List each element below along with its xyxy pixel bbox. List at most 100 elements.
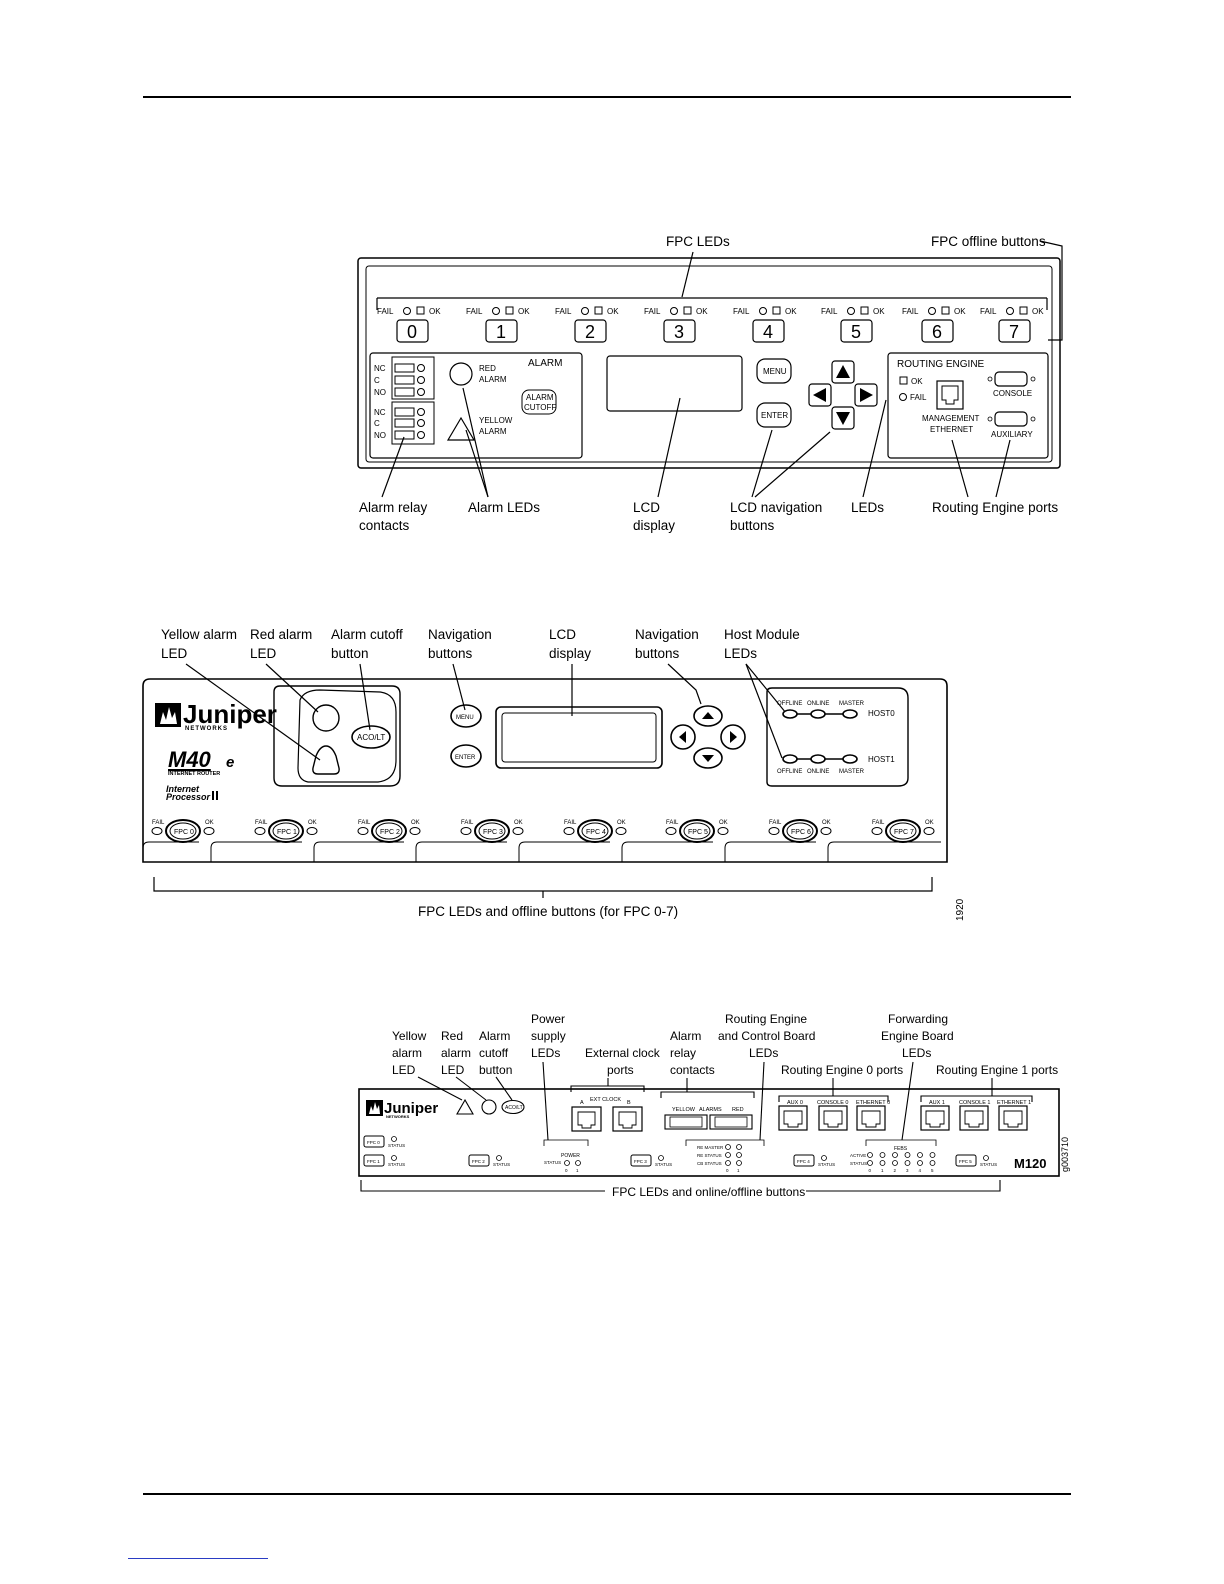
- fpc-button-label: FPC 0: [174, 829, 194, 836]
- fpc-status-label: STATUS: [493, 1162, 510, 1167]
- fpc-offline-button-2[interactable]: [371, 819, 407, 843]
- red-alarm-led: [312, 704, 340, 732]
- fpc-ok-led: [717, 827, 729, 835]
- fpc-button-4[interactable]: [793, 1154, 815, 1167]
- yellow-relay-contacts[interactable]: [664, 1114, 708, 1130]
- right-arrow-button[interactable]: [854, 383, 878, 407]
- feb-status-led-4: [917, 1160, 923, 1166]
- fpc-status-label: STATUS: [980, 1162, 997, 1167]
- power-status-label: STATUS: [544, 1160, 561, 1165]
- down-arrow-button[interactable]: [693, 747, 723, 769]
- callout-lcd-line2: display: [633, 518, 675, 533]
- feb-num-0: 0: [869, 1168, 872, 1173]
- re-num-1: 1: [737, 1168, 740, 1173]
- fpc-offline-button-3[interactable]: [663, 319, 696, 343]
- fpc-button-inner: [889, 822, 917, 840]
- feb-active-led-0: [867, 1152, 873, 1158]
- console1-port[interactable]: [959, 1105, 989, 1131]
- host0-led-0: [782, 709, 798, 719]
- relay-led: [417, 431, 425, 439]
- aco-lt-button[interactable]: [501, 1099, 525, 1115]
- ethernet0-port[interactable]: [856, 1105, 886, 1131]
- console-port[interactable]: [994, 371, 1028, 387]
- fpc-offline-button-0[interactable]: [396, 319, 429, 343]
- fpc-number-1: 1: [496, 322, 506, 342]
- fpc-offline-button-6[interactable]: [921, 319, 954, 343]
- alarm-module: [273, 685, 401, 787]
- ethernet1-port[interactable]: [998, 1105, 1028, 1131]
- fpc-offline-button-5[interactable]: [840, 319, 873, 343]
- fpc-offline-button-2[interactable]: [574, 319, 607, 343]
- host1-led-1: [810, 754, 826, 764]
- fpc-ok-led: [860, 306, 869, 315]
- ext-clock-port-b[interactable]: [612, 1106, 643, 1132]
- host-led-label: ONLINE: [807, 701, 829, 707]
- header-rule: [143, 96, 1071, 98]
- left-arrow-button[interactable]: [808, 383, 832, 407]
- fpc-offline-button-4[interactable]: [752, 319, 785, 343]
- aco-lt-button[interactable]: [351, 725, 391, 749]
- fpc-button-1[interactable]: [363, 1154, 385, 1167]
- down-arrow-icon: [836, 412, 850, 425]
- feb-active-led-4: [917, 1152, 923, 1158]
- enter-button[interactable]: [756, 402, 792, 428]
- up-arrow-button[interactable]: [693, 705, 723, 727]
- fpc-offline-button-1[interactable]: [268, 819, 304, 843]
- relay-label: NC: [374, 364, 386, 373]
- enter-button[interactable]: [450, 744, 482, 768]
- aux0-port[interactable]: [778, 1105, 808, 1131]
- fpc-button-inner: [683, 822, 711, 840]
- host-label: HOST0: [868, 709, 895, 718]
- fpc-button-3[interactable]: [630, 1154, 652, 1167]
- arrow-pad: [808, 360, 878, 430]
- console1-port-label: CONSOLE 1: [959, 1100, 990, 1106]
- left-arrow-button[interactable]: [670, 724, 696, 750]
- fpc-offline-button-0[interactable]: [165, 819, 201, 843]
- feb-active-led-3: [904, 1152, 911, 1158]
- fpc-button-5[interactable]: [955, 1154, 977, 1167]
- fpc-button-2[interactable]: [468, 1154, 490, 1167]
- feb-status-led-3: [904, 1160, 911, 1166]
- fpc-fail-led: [563, 827, 575, 835]
- callout-ext-clock-1: ports: [607, 1063, 634, 1077]
- fpc-bay: [313, 841, 404, 862]
- menu-button[interactable]: [450, 704, 482, 728]
- routing-engine-title: ROUTING ENGINE: [897, 359, 985, 370]
- fpc-ok-led: [203, 827, 215, 835]
- relay-label: C: [374, 376, 380, 385]
- callout-red-1: alarm: [441, 1046, 471, 1060]
- fpc-offline-button-4[interactable]: [577, 819, 613, 843]
- ext-clock-port-a[interactable]: [571, 1106, 602, 1132]
- fpc-ok-label: OK: [411, 820, 420, 826]
- fpc-fail-led: [928, 307, 936, 315]
- fpc-bay: [827, 841, 941, 862]
- right-arrow-button[interactable]: [720, 724, 746, 750]
- auxiliary-port[interactable]: [994, 411, 1028, 427]
- fpc-fail-led: [254, 827, 266, 835]
- fpc-fail-label: FAIL: [644, 307, 661, 316]
- host-led-label: MASTER: [839, 701, 865, 707]
- fpc-bay: [724, 841, 816, 862]
- red-relay-contacts[interactable]: [709, 1114, 753, 1130]
- aux1-port[interactable]: [920, 1105, 950, 1131]
- fpc-offline-button-1[interactable]: [485, 319, 518, 343]
- fpc-ok-led: [820, 827, 832, 835]
- fpc-offline-button-5[interactable]: [679, 819, 715, 843]
- console0-port[interactable]: [818, 1105, 848, 1131]
- fpc-button-0[interactable]: [363, 1135, 385, 1148]
- down-arrow-button[interactable]: [831, 406, 855, 430]
- up-arrow-button[interactable]: [831, 360, 855, 384]
- relay-contact: [394, 430, 415, 440]
- fpc-offline-button-3[interactable]: [474, 819, 510, 843]
- management-ethernet-port[interactable]: [936, 380, 964, 410]
- menu-button[interactable]: [756, 358, 792, 384]
- callout-alarm-relay-line2: contacts: [359, 518, 410, 533]
- fpc-offline-button-7[interactable]: [885, 819, 921, 843]
- alarm-cutoff-button[interactable]: [521, 389, 557, 415]
- fpc-offline-button-7[interactable]: [998, 319, 1031, 343]
- callout-ext-clock-0: External clock: [585, 1046, 661, 1060]
- fpc-offline-button-6[interactable]: [782, 819, 818, 843]
